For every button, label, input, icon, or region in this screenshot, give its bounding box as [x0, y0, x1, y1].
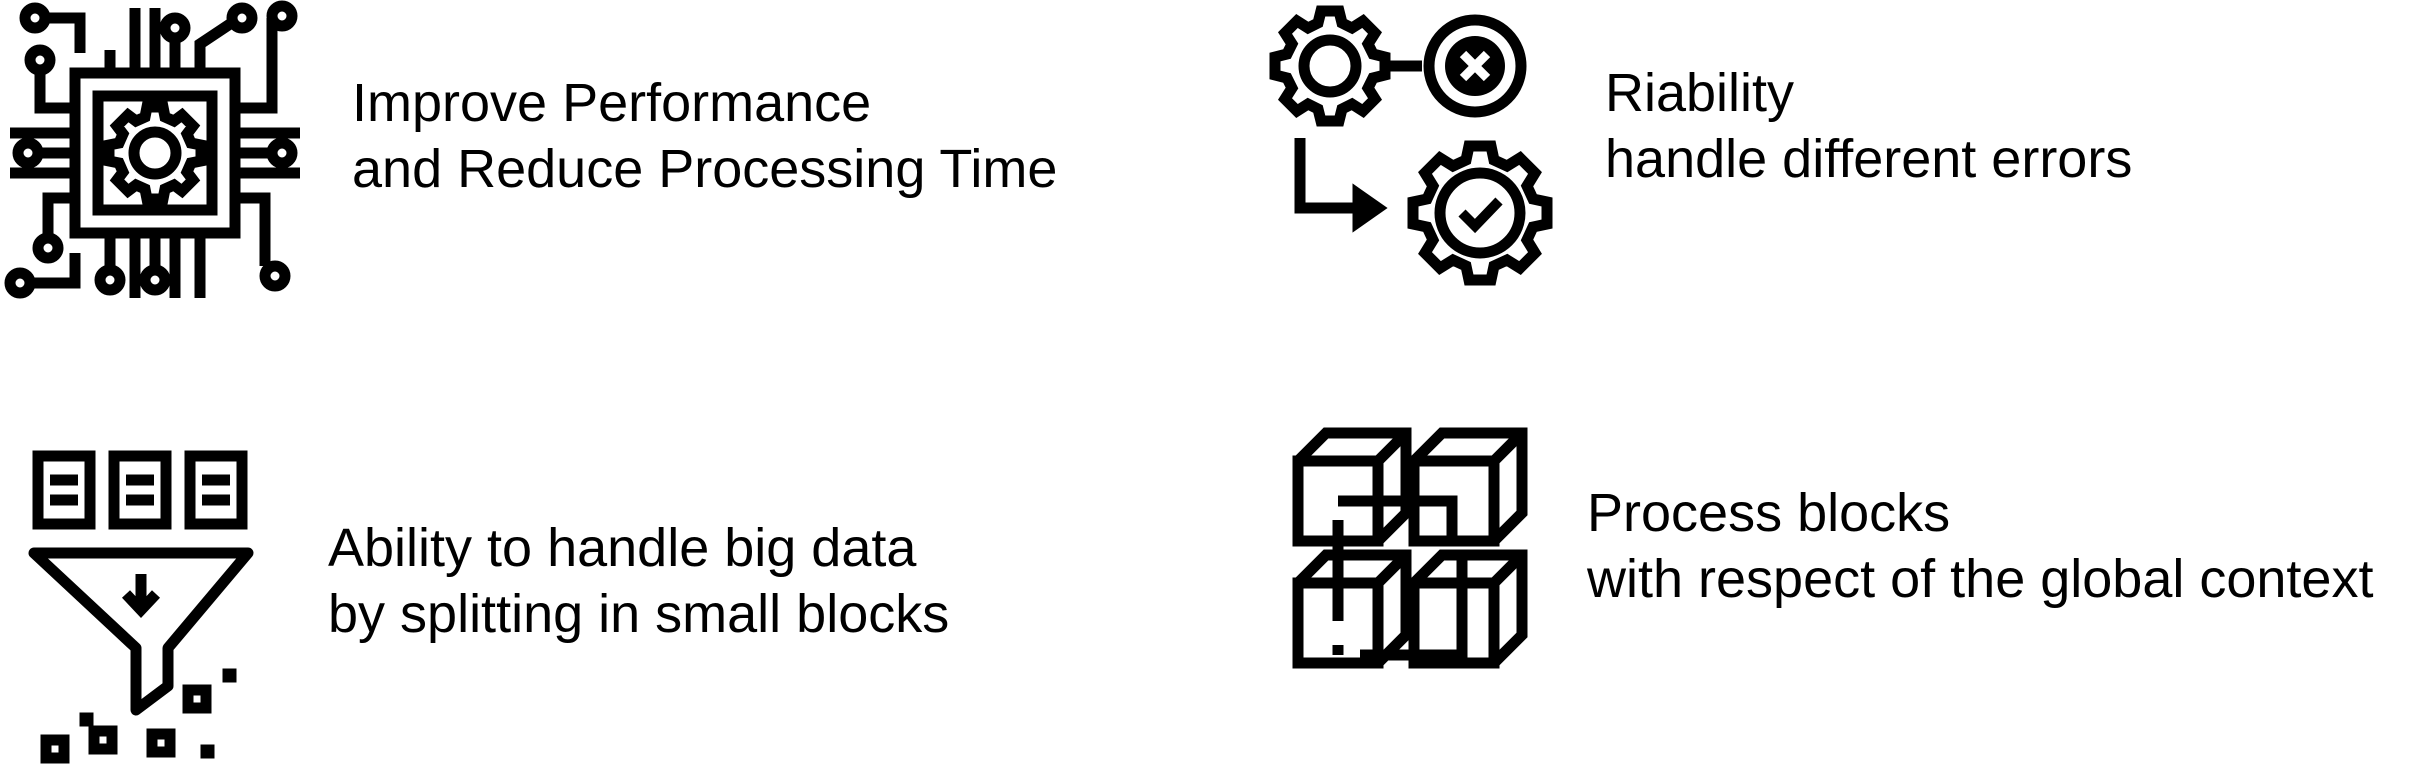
feature-performance-text: Improve Performance and Reduce Processin… [352, 70, 1057, 202]
feature-title: Process blocks [1587, 483, 1951, 543]
feature-subtitle: by splitting in small blocks [328, 584, 950, 644]
feature-reliability-text: Riability handle different errors [1605, 60, 2132, 192]
feature-blocks-text: Process blocks with respect of the globa… [1587, 480, 2373, 612]
feature-big-data-text: Ability to handle big data by splitting … [328, 515, 949, 647]
gears-error-to-check-icon [1269, 5, 1570, 286]
feature-subtitle: handle different errors [1605, 129, 2133, 189]
feature-subtitle: with respect of the global context [1587, 549, 2374, 609]
processor-chip-gear-icon [4, 0, 300, 299]
feature-subtitle: and Reduce Processing Time [352, 139, 1058, 199]
data-funnel-filter-icon [28, 448, 260, 764]
feature-title: Riability [1605, 63, 1795, 123]
feature-title: Ability to handle big data [328, 518, 917, 578]
feature-title: Improve Performance [352, 73, 872, 133]
connected-cubes-icon [1290, 425, 1530, 675]
